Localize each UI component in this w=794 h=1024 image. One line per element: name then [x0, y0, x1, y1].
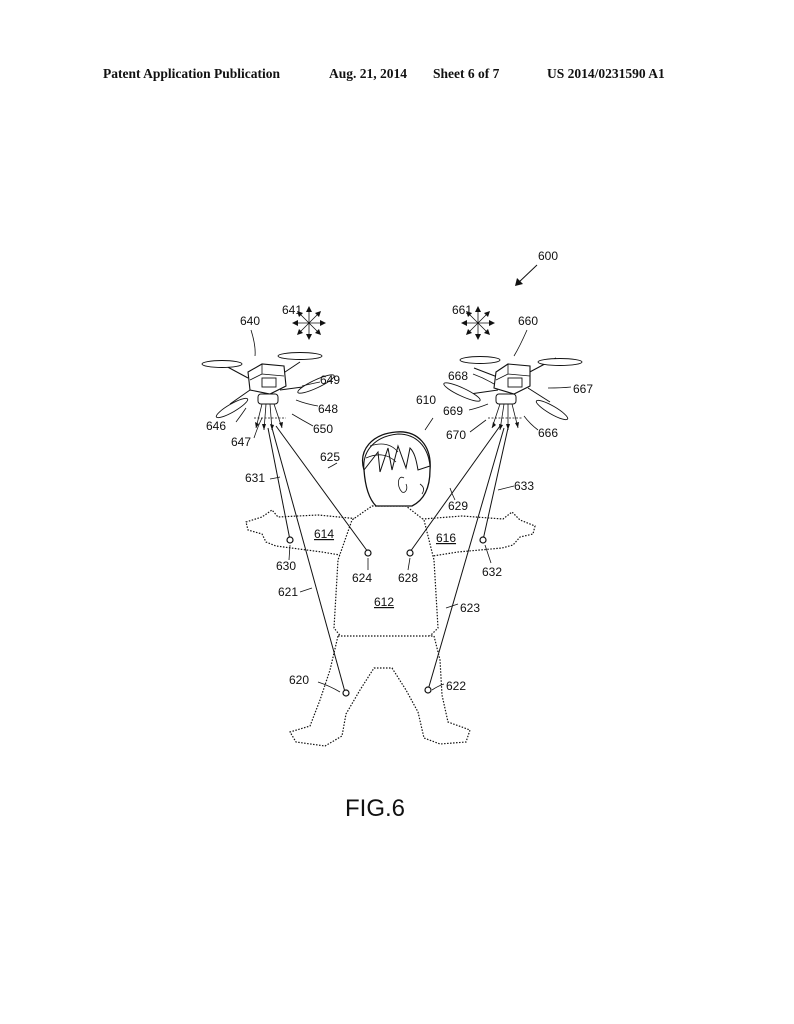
line-621 [271, 427, 346, 693]
label-623: 623 [460, 601, 480, 615]
label-610: 610 [416, 393, 436, 407]
label-621: 621 [278, 585, 298, 599]
system-pointer-icon [515, 264, 538, 286]
label-628: 628 [398, 571, 418, 585]
label-641: 641 [282, 303, 302, 317]
tracking-lines [267, 425, 509, 693]
label-661: 661 [452, 303, 472, 317]
head [362, 431, 431, 507]
label-616: 616 [436, 531, 456, 545]
label-625: 625 [320, 450, 340, 464]
person-figure [245, 431, 536, 747]
page-header: Patent Application Publication Aug. 21, … [0, 66, 794, 86]
publication-date: Aug. 21, 2014 [329, 66, 408, 81]
label-620: 620 [289, 673, 309, 687]
label-631: 631 [245, 471, 265, 485]
label-668: 668 [448, 369, 468, 383]
left-arm [245, 509, 371, 559]
label-630: 630 [276, 559, 296, 573]
label-650: 650 [313, 422, 333, 436]
left-drone-icon [201, 352, 335, 431]
line-629 [409, 425, 501, 553]
marker-620 [342, 689, 350, 697]
patent-number: US 2014/0231590 A1 [547, 66, 665, 81]
label-622: 622 [446, 679, 466, 693]
label-667: 667 [573, 382, 593, 396]
label-600: 600 [538, 249, 558, 263]
label-640: 640 [240, 314, 260, 328]
label-660: 660 [518, 314, 538, 328]
label-649: 649 [320, 373, 340, 387]
label-629: 629 [448, 499, 468, 513]
label-670: 670 [446, 428, 466, 442]
marker-632 [479, 536, 487, 544]
right-drone-icon [443, 356, 583, 431]
label-646: 646 [206, 419, 226, 433]
line-633 [482, 427, 509, 541]
label-632: 632 [482, 565, 502, 579]
label-624: 624 [352, 571, 372, 585]
line-625 [275, 425, 369, 553]
marker-622 [424, 686, 432, 694]
leader-lines [235, 329, 572, 693]
marker-628 [406, 549, 414, 557]
ear-icon [398, 476, 408, 493]
reference-labels: 600 640 641 661 660 649 648 650 646 647 … [206, 249, 593, 693]
label-666: 666 [538, 426, 558, 440]
sheet-number: Sheet 6 of 7 [433, 66, 500, 81]
label-648: 648 [318, 402, 338, 416]
label-669: 669 [443, 404, 463, 418]
direction-arrows-icon [461, 306, 495, 340]
label-647: 647 [231, 435, 251, 449]
label-633: 633 [514, 479, 534, 493]
label-614: 614 [314, 527, 334, 541]
line-623 [427, 427, 505, 691]
label-612: 612 [374, 595, 394, 609]
sensor-markers [286, 536, 487, 697]
direction-arrows-icon [292, 306, 326, 340]
line-631 [267, 427, 291, 541]
legs [289, 635, 471, 747]
publication-type: Patent Application Publication [103, 66, 281, 81]
marker-624 [364, 549, 372, 557]
marker-630 [286, 536, 294, 544]
figure-caption: FIG.6 [345, 795, 405, 822]
